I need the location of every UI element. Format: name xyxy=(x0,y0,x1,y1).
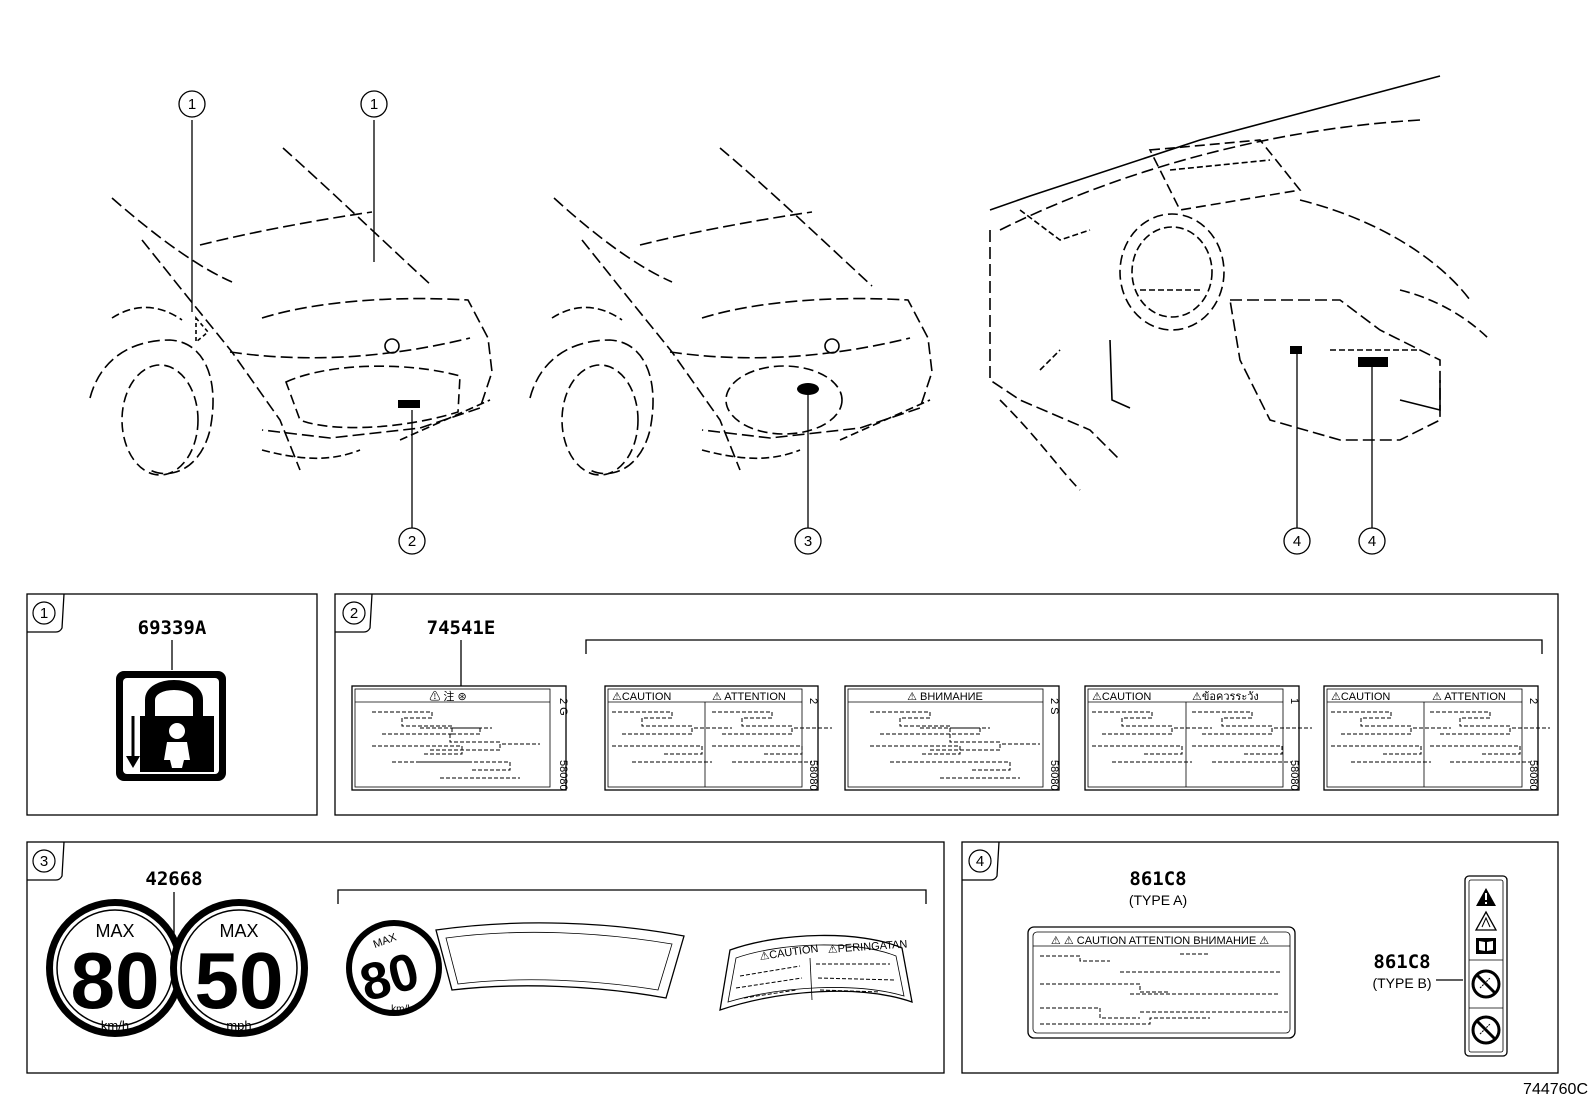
callout-1a: 1 xyxy=(178,90,206,118)
svg-text:⚠CAUTION: ⚠CAUTION xyxy=(1092,691,1151,703)
svg-text:58080: 58080 xyxy=(807,760,819,791)
prohibition-icon-1 xyxy=(1471,969,1501,999)
svg-text:MAX: MAX xyxy=(219,921,258,941)
leader-lines-interior xyxy=(1296,354,1373,528)
svg-text:58080: 58080 xyxy=(1288,760,1300,791)
svg-text:mph: mph xyxy=(226,1018,251,1033)
type-b-label: (TYPE B) xyxy=(1372,975,1431,991)
figure-id: 744760C xyxy=(1523,1081,1588,1098)
svg-text:⚠ข้อควรระวัง: ⚠ข้อควรระวัง xyxy=(1192,691,1259,703)
speed-limit-sign-mph: MAX 50 mph xyxy=(170,899,308,1037)
panel-4: 4 861C8 (TYPE A) ⚠ ⚠ CAUTION ATTENTION В… xyxy=(961,841,1559,1074)
panel-2-callout: 2 xyxy=(350,605,358,622)
svg-text:⚠ ATTENTION: ⚠ ATTENTION xyxy=(1432,691,1506,703)
part-number-861C8-type-a: 861C8 xyxy=(1129,868,1186,890)
part-number-42668: 42668 xyxy=(145,868,202,890)
panel-3-callout: 3 xyxy=(40,853,48,870)
label-location-4a xyxy=(1290,346,1302,354)
caution-label-type-b xyxy=(1464,875,1508,1057)
svg-text:⚠PERINGATAN: ⚠PERINGATAN xyxy=(827,938,907,956)
label-location-3 xyxy=(797,383,819,395)
panel-3: 3 42668 MAX 80 km/h MAX 50 mph MAX 80 xyxy=(26,841,945,1074)
panel-1-callout: 1 xyxy=(40,605,48,622)
interior-dashboard-view xyxy=(989,75,1491,491)
callout-1b: 1 xyxy=(360,90,388,118)
svg-text:⚠CAUTION: ⚠CAUTION xyxy=(612,691,671,703)
car-rear-view-center xyxy=(529,147,933,476)
svg-text:58080: 58080 xyxy=(1048,760,1060,791)
caution-label-type-a: ⚠ ⚠ CAUTION ATTENTION ВНИМАНИЕ ⚠ xyxy=(1027,926,1296,1039)
svg-text:4: 4 xyxy=(1368,533,1376,550)
caution-label-a: ⚠ 注 ⊛ 2 G 58080 xyxy=(351,685,569,791)
svg-text:80: 80 xyxy=(71,936,160,1025)
car-rear-view-left xyxy=(89,147,493,476)
panel-2: 2 74541E ⚠ 注 ⊛ 2 G 58080 ⚠CAUTION ⚠ ATTE… xyxy=(334,593,1559,816)
svg-text:⚠ ⚠ CAUTION ATTENTION ВНИМАНИЕ: ⚠ ⚠ CAUTION ATTENTION ВНИМАНИЕ ⚠ xyxy=(1051,935,1269,947)
type-a-label: (TYPE A) xyxy=(1129,892,1187,908)
svg-text:3: 3 xyxy=(804,533,812,550)
svg-text:⚠ ВНИМАНИЕ: ⚠ ВНИМАНИЕ xyxy=(907,691,983,703)
speed-limit-sign-kmh: MAX 80 km/h xyxy=(46,899,184,1037)
manual-book-icon xyxy=(1476,938,1496,954)
caution-label-e: ⚠CAUTION ⚠ ATTENTION 2 58080 xyxy=(1323,685,1551,791)
label-location-4b xyxy=(1358,357,1388,367)
svg-text:⚠ 注 ⊛: ⚠ 注 ⊛ xyxy=(429,689,466,703)
panel-1: 1 69339A xyxy=(26,593,318,816)
caution-label-b: ⚠CAUTION ⚠ ATTENTION 2 58080 xyxy=(604,685,833,791)
svg-text:2 S: 2 S xyxy=(1048,698,1060,715)
svg-text:4: 4 xyxy=(1293,533,1301,550)
part-number-74541E: 74541E xyxy=(427,617,496,639)
callout-4b-top: 4 xyxy=(1358,527,1386,555)
svg-text:⚠CAUTION: ⚠CAUTION xyxy=(1331,691,1390,703)
prohibition-icon-2 xyxy=(1471,1015,1501,1045)
svg-text:2 G: 2 G xyxy=(557,698,569,716)
callout-2-top: 2 xyxy=(398,527,426,555)
warning-triangle-icon xyxy=(1476,888,1496,906)
label-location-2 xyxy=(398,400,420,408)
caution-label-d: ⚠CAUTION ⚠ข้อควรระวัง 1 58080 xyxy=(1084,685,1313,791)
hazard-triangle-icon xyxy=(1474,910,1498,931)
svg-text:2: 2 xyxy=(1527,698,1539,704)
svg-text:km/h: km/h xyxy=(391,1004,413,1015)
svg-text:km/h: km/h xyxy=(101,1018,129,1033)
child-lock-icon xyxy=(116,671,226,781)
part-number-69339A: 69339A xyxy=(138,617,207,639)
svg-text:58080: 58080 xyxy=(1527,760,1539,791)
svg-text:58080: 58080 xyxy=(557,760,569,791)
svg-text:2: 2 xyxy=(807,698,819,704)
svg-text:50: 50 xyxy=(195,936,284,1025)
callout-3-top: 3 xyxy=(794,527,822,555)
svg-text:1: 1 xyxy=(188,96,196,113)
part-number-861C8-type-b: 861C8 xyxy=(1373,951,1430,973)
svg-text:1: 1 xyxy=(370,96,378,113)
callout-4a-top: 4 xyxy=(1283,527,1311,555)
svg-text:⚠ ATTENTION: ⚠ ATTENTION xyxy=(712,691,786,703)
svg-text:MAX: MAX xyxy=(95,921,134,941)
svg-text:1: 1 xyxy=(1288,698,1300,704)
curved-caution-label: ⚠CAUTION ⚠PERINGATAN xyxy=(719,934,913,1011)
panel-4-callout: 4 xyxy=(976,853,984,870)
leader-lines-car1 xyxy=(191,120,413,528)
caution-label-c: ⚠ ВНИМАНИЕ 2 S 58080 xyxy=(844,685,1060,791)
curved-speed-sticker: MAX 80 km/h xyxy=(346,920,685,1016)
svg-text:2: 2 xyxy=(408,533,416,550)
